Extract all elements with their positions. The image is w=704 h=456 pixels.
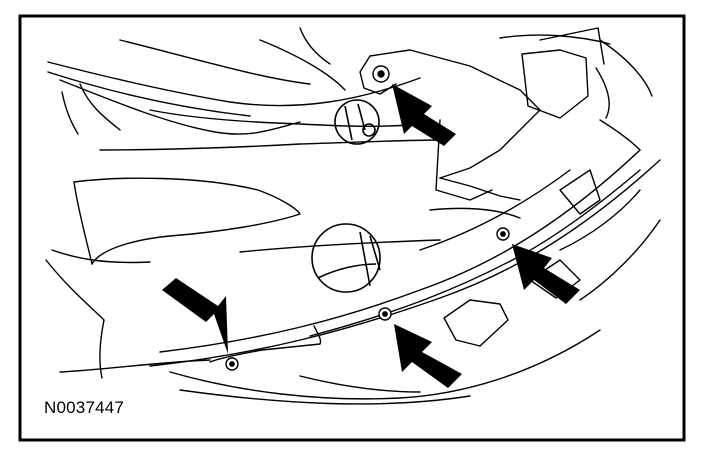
- figure-id-label: N0037447: [44, 398, 125, 417]
- arrow-to-upper-fastener: [392, 84, 456, 146]
- fastener-upper: [372, 65, 390, 83]
- fastener-left: [225, 357, 239, 371]
- access-hole-lower: [311, 223, 381, 293]
- panel-outline: [45, 27, 661, 405]
- access-hole-upper: [334, 99, 380, 145]
- arrow-to-right-fastener: [512, 244, 580, 304]
- fastener-right: [496, 227, 510, 241]
- arrow-to-middle-fastener: [394, 324, 462, 388]
- fastener-middle: [378, 307, 392, 321]
- arrow-to-left-fastener: [162, 278, 228, 354]
- figure-border: [18, 14, 686, 442]
